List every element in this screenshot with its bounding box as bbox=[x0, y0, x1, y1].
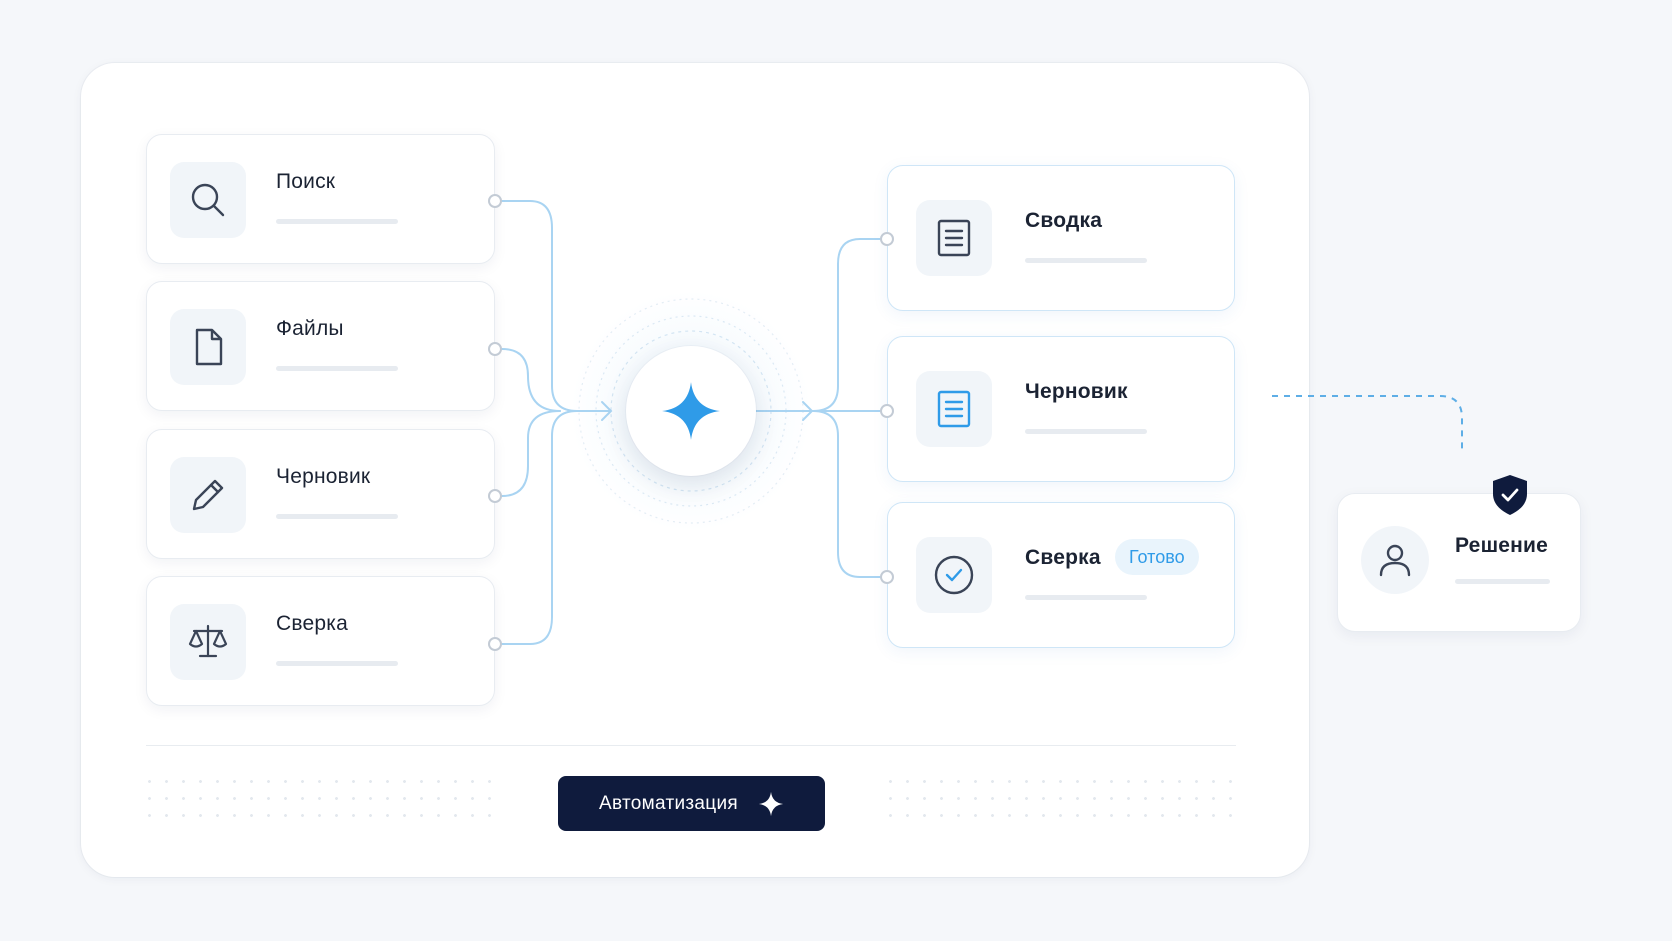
dot-grid-left bbox=[141, 773, 501, 823]
placeholder-bar bbox=[1025, 595, 1147, 600]
check-circle-icon bbox=[934, 555, 974, 595]
scales-icon bbox=[188, 624, 228, 658]
port-input-3[interactable] bbox=[488, 489, 502, 503]
document-lines-icon bbox=[937, 390, 971, 428]
check-circle-tile bbox=[916, 537, 992, 613]
input-label-reconcile: Сверка bbox=[276, 612, 348, 635]
status-badge: Готово bbox=[1115, 539, 1199, 575]
shield-check-badge bbox=[1491, 474, 1529, 516]
sparkle-icon bbox=[758, 791, 784, 816]
input-card-draft[interactable]: Черновик bbox=[146, 429, 495, 559]
document-tile bbox=[916, 200, 992, 276]
pencil-icon bbox=[192, 479, 224, 511]
port-input-4[interactable] bbox=[488, 637, 502, 651]
output-card-reconcile[interactable]: Сверка Готово bbox=[887, 502, 1235, 648]
placeholder-bar bbox=[276, 219, 398, 224]
placeholder-bar bbox=[276, 661, 398, 666]
output-label-draft: Черновик bbox=[1025, 380, 1128, 403]
input-label-search: Поиск bbox=[276, 170, 336, 193]
dot-grid-right bbox=[882, 773, 1242, 823]
pencil-tile bbox=[170, 457, 246, 533]
sparkle-icon bbox=[662, 382, 720, 440]
input-card-files[interactable]: Файлы bbox=[146, 281, 495, 411]
input-card-search[interactable]: Поиск bbox=[146, 134, 495, 264]
output-card-draft[interactable]: Черновик bbox=[887, 336, 1235, 482]
port-output-1[interactable] bbox=[880, 232, 894, 246]
automation-button-label: Автоматизация bbox=[599, 792, 738, 814]
placeholder-bar bbox=[1455, 579, 1550, 584]
input-label-draft: Черновик bbox=[276, 465, 371, 488]
user-tile bbox=[1361, 526, 1429, 594]
search-icon bbox=[191, 183, 225, 217]
input-label-files: Файлы bbox=[276, 317, 344, 340]
decision-label: Решение bbox=[1455, 534, 1549, 557]
port-input-2[interactable] bbox=[488, 342, 502, 356]
document-icon bbox=[937, 219, 971, 257]
search-tile bbox=[170, 162, 246, 238]
scales-tile bbox=[170, 604, 246, 680]
port-output-3[interactable] bbox=[880, 570, 894, 584]
automation-button[interactable]: Автоматизация bbox=[558, 776, 825, 831]
divider bbox=[146, 745, 1236, 746]
file-icon bbox=[195, 328, 223, 366]
output-label-summary: Сводка bbox=[1025, 209, 1103, 232]
placeholder-bar bbox=[276, 514, 398, 519]
automation-hub[interactable] bbox=[626, 346, 756, 476]
placeholder-bar bbox=[1025, 258, 1147, 263]
input-card-reconcile[interactable]: Сверка bbox=[146, 576, 495, 706]
port-output-2[interactable] bbox=[880, 404, 894, 418]
output-label-reconcile: Сверка bbox=[1025, 546, 1101, 569]
user-icon bbox=[1379, 544, 1411, 577]
output-card-summary[interactable]: Сводка bbox=[887, 165, 1235, 311]
port-input-1[interactable] bbox=[488, 194, 502, 208]
document-lines-tile bbox=[916, 371, 992, 447]
shield-check-icon bbox=[1493, 475, 1527, 515]
file-tile bbox=[170, 309, 246, 385]
placeholder-bar bbox=[276, 366, 398, 371]
placeholder-bar bbox=[1025, 429, 1147, 434]
decision-card[interactable]: Решение bbox=[1337, 493, 1581, 632]
